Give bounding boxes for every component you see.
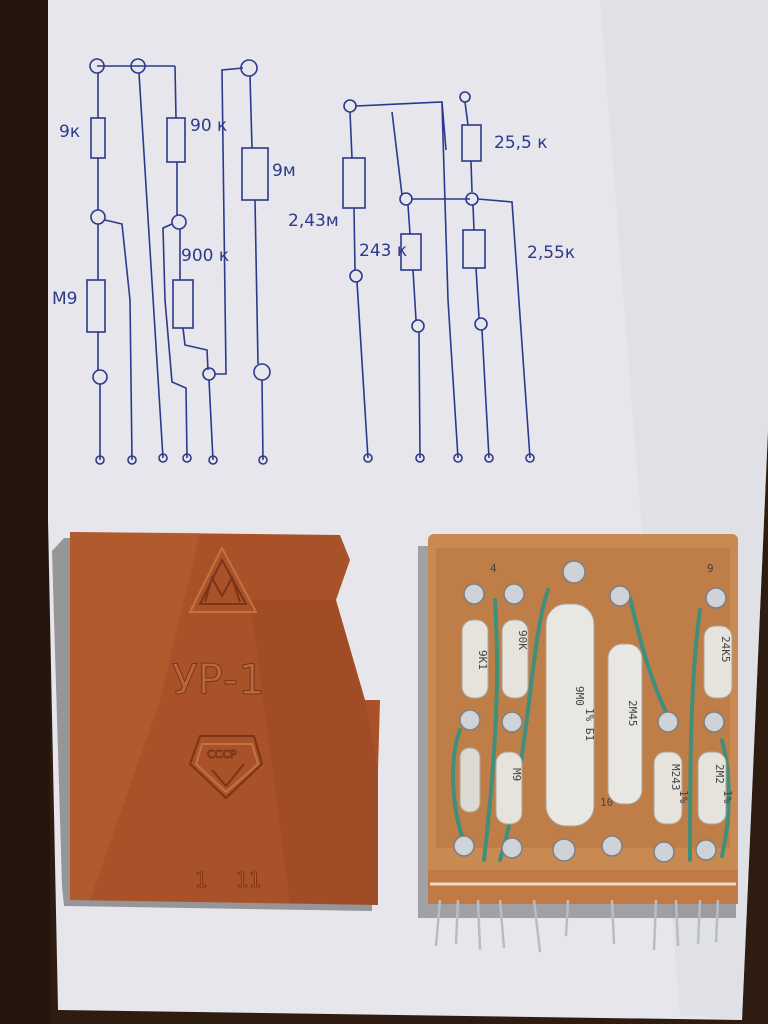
resistor-90k: 90К [501, 619, 529, 699]
label-m9: М9 [52, 289, 77, 309]
board-pin-4: 4 [490, 562, 497, 575]
resistor-2m2: 2М2 1% [697, 751, 734, 825]
svg-text:1% Б1: 1% Б1 [583, 708, 596, 741]
plate-pin-1: 1 [195, 868, 208, 892]
board-pins [434, 899, 720, 953]
label-90k: 90 к [190, 116, 227, 136]
resistor-board: 4 9 10 [418, 534, 738, 953]
schematic-left [86, 58, 271, 465]
resistor-9m0: 9М0 1% Б1 [545, 603, 596, 827]
resistor-2m45: 2М45 [607, 643, 643, 805]
svg-text:1%: 1% [721, 790, 734, 804]
plate-pin-11: 11 [236, 868, 261, 892]
schematic-right [342, 91, 535, 463]
label-900k: 900 к [181, 246, 229, 266]
svg-text:2М45: 2М45 [626, 700, 639, 727]
resistor-24k5: 24К5 [703, 625, 733, 699]
label-9k: 9к [59, 122, 80, 142]
svg-text:9К1: 9К1 [476, 650, 489, 670]
svg-text:24К5: 24К5 [719, 636, 732, 663]
board-pin-9: 9 [707, 562, 714, 575]
svg-text:9М0: 9М0 [573, 686, 586, 706]
label-9m: 9м [272, 161, 296, 181]
svg-text:90К: 90К [516, 630, 529, 650]
svg-text:М9: М9 [510, 768, 523, 781]
svg-text:1%: 1% [677, 790, 690, 804]
svg-text:2М2: 2М2 [713, 764, 726, 784]
seal-text: СССР [207, 748, 237, 761]
plate-model-label: УР-1 [172, 655, 265, 704]
board-pin-10: 10 [600, 796, 613, 809]
resistor-m243: М243 1% [653, 751, 690, 825]
resistor-9k1: 9К1 [461, 619, 489, 699]
label-25-5k: 25,5 к [494, 133, 548, 153]
label-2-55k: 2,55к [527, 243, 575, 263]
quality-seal-icon [188, 735, 264, 800]
svg-text:М243: М243 [669, 764, 682, 791]
label-243k: 243 к [359, 241, 407, 261]
resistor-m9: М9 [495, 751, 523, 825]
label-2-43m: 2,43м [288, 211, 339, 231]
manufacturer-logo-icon [188, 545, 258, 613]
copper-plate: УР-1 СССР 1 11 [52, 532, 380, 911]
